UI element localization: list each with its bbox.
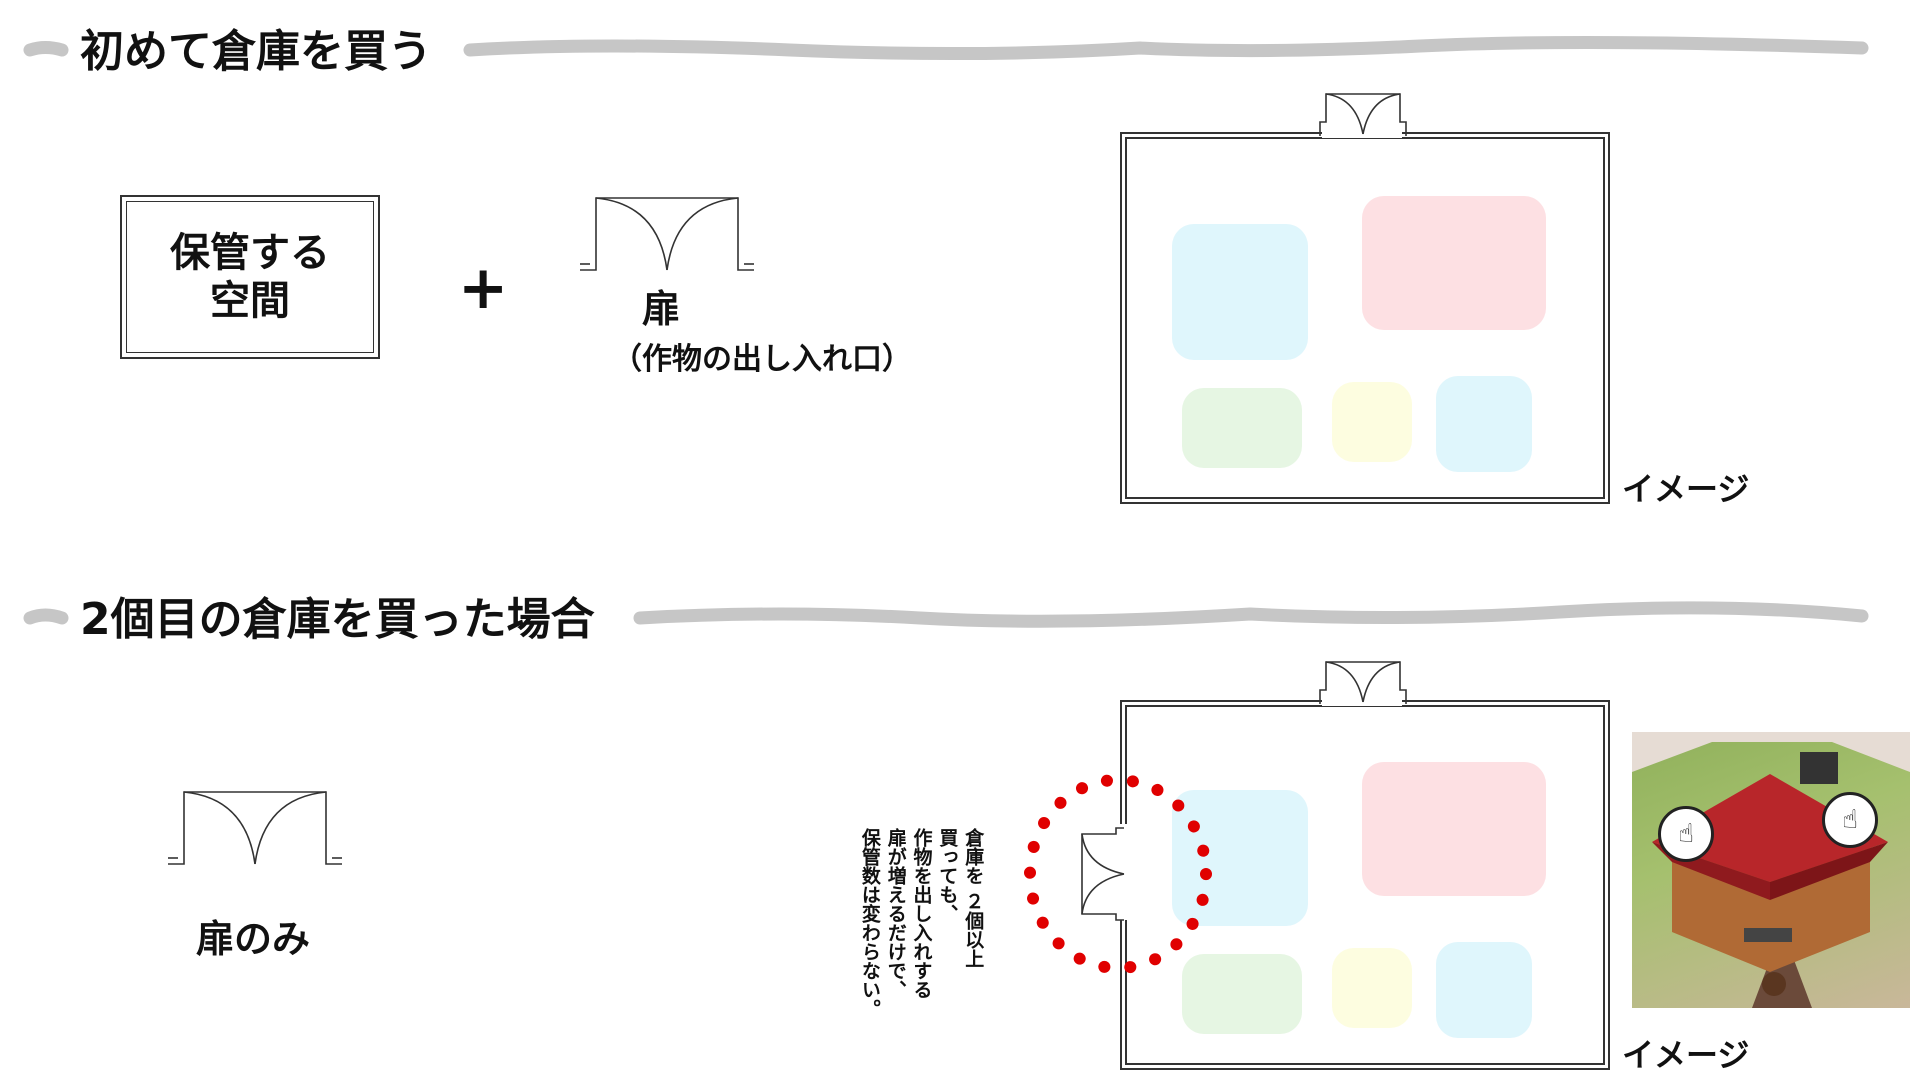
storage-slot-yellow [1332, 948, 1412, 1028]
brush-divider-right-1 [463, 35, 1869, 61]
storage-slot-pink [1362, 196, 1546, 330]
image-label-1: イメージ [1622, 470, 1750, 508]
warehouse-photo: ☝ ☝ [1632, 732, 1910, 1008]
storage-slot-blue-small [1436, 376, 1532, 472]
tap-hand-icon-left: ☝ [1658, 806, 1714, 862]
image-label-2: イメージ [1622, 1036, 1750, 1074]
highlight-circle [1024, 774, 1212, 974]
note-line-5: 保管数は変わらない。 [858, 828, 881, 1018]
storage-slot-blue [1172, 224, 1308, 360]
door-sublabel: （作物の出し入れ口） [612, 342, 912, 377]
brush-divider-left-1 [23, 41, 69, 57]
plus-sign: + [458, 253, 509, 323]
brush-divider-right-2 [633, 601, 1869, 628]
section1-heading: 初めて倉庫を買う [80, 26, 432, 77]
door-label: 扉 [642, 287, 681, 331]
storage-slot-yellow [1332, 382, 1412, 462]
storage-slot-green [1182, 954, 1302, 1034]
storage-space-box: 保管する 空間 [120, 195, 380, 359]
storage-box-label-line2: 空間 [210, 278, 290, 324]
brush-divider-left-2 [23, 608, 69, 625]
door-only-icon [168, 791, 342, 865]
warehouse-floorplan-2 [1120, 700, 1610, 1070]
side-door-icon [1081, 827, 1125, 921]
explanation-note: 倉庫を ２個以上 買っても、 作物を出し入れする 扉が増えるだけで、 保管数は変… [858, 828, 985, 1068]
storage-slot-green [1182, 388, 1302, 468]
note-line-1: 倉庫を ２個以上 [962, 828, 985, 968]
note-line-3: 作物を出し入れする [910, 828, 933, 999]
tap-hand-icon-right: ☝ [1822, 792, 1878, 848]
storage-box-label-line1: 保管する [170, 230, 330, 276]
door-icon-top-2 [1319, 661, 1407, 704]
note-line-4: 扉が増えるだけで、 [884, 828, 907, 999]
storage-slot-blue-small [1436, 942, 1532, 1038]
door-icon [580, 197, 754, 271]
door-only-label: 扉のみ [196, 917, 311, 961]
door-gap-side [1116, 824, 1128, 920]
storage-slot-pink [1362, 762, 1546, 896]
section2-heading: 2個目の倉庫を買った場合 [80, 594, 595, 645]
warehouse-3d-illustration [1632, 732, 1910, 1008]
storage-slot-blue [1172, 790, 1308, 926]
door-icon-top-1 [1319, 93, 1407, 136]
warehouse-floorplan-1 [1120, 132, 1610, 504]
note-line-2: 買っても、 [936, 828, 959, 923]
